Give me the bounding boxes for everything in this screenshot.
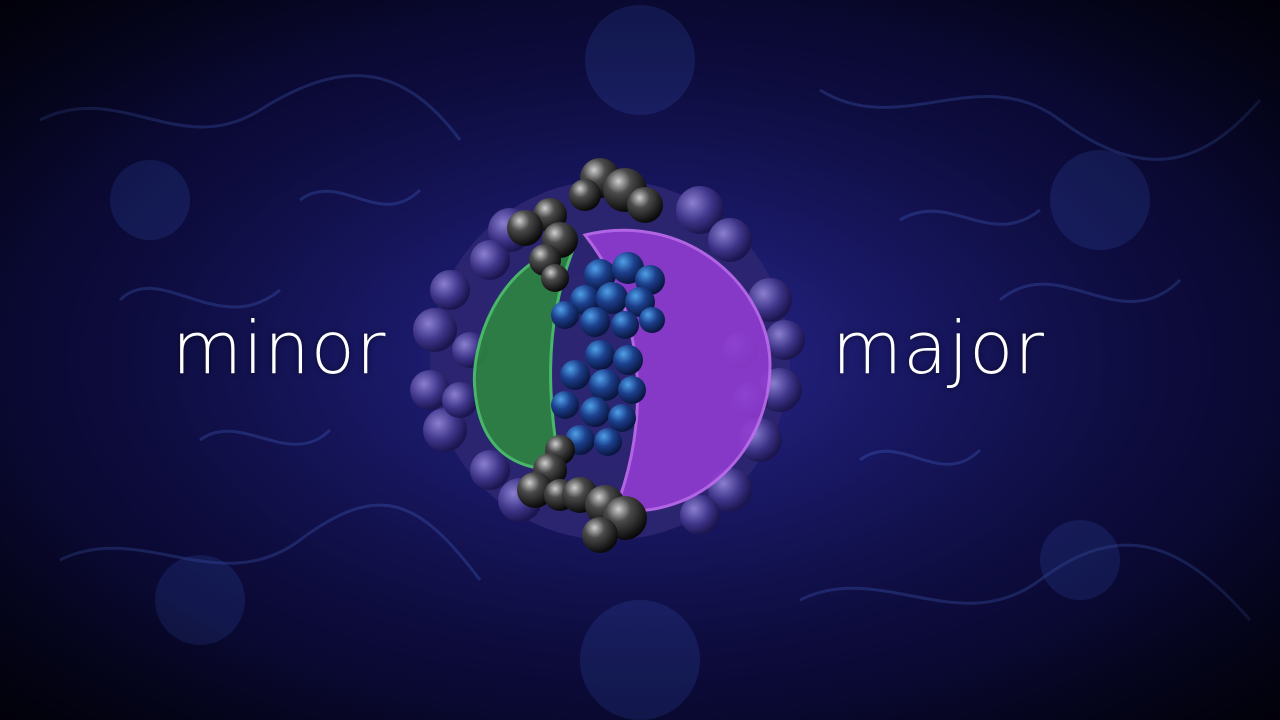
- major-groove-label: major: [832, 306, 1045, 390]
- base-pairs: [551, 252, 665, 456]
- minor-groove-label: minor: [172, 306, 387, 390]
- minor-groove-region: [472, 243, 578, 472]
- backbone-atoms: [507, 158, 663, 553]
- dna-cross-section-icon: [410, 158, 805, 553]
